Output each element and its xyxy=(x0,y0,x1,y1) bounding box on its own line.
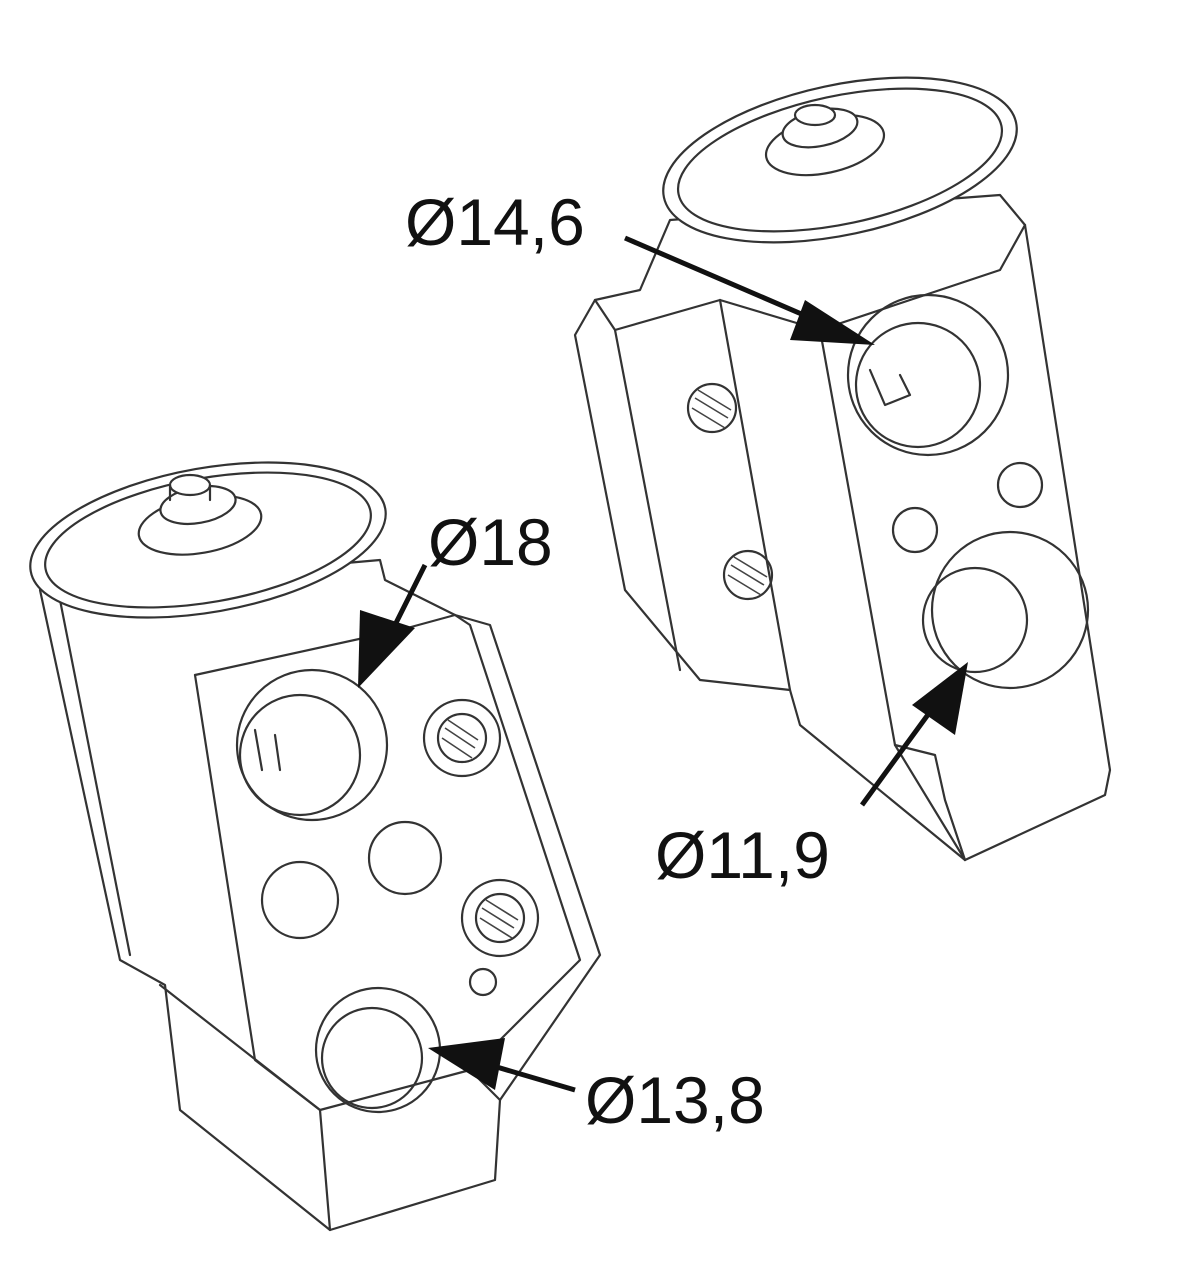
dimension-arrows xyxy=(358,235,968,1093)
left-valve xyxy=(29,461,602,1232)
dimension-label-d3: Ø11,9 xyxy=(655,818,830,892)
dimension-label-d1: Ø14,6 xyxy=(405,185,585,259)
dimension-label-d4: Ø13,8 xyxy=(585,1063,765,1137)
arrow-d4 xyxy=(428,1038,505,1090)
arrow-d2 xyxy=(358,610,415,688)
right-valve xyxy=(573,76,1112,862)
arrow-d3 xyxy=(912,662,968,735)
arrow-d1 xyxy=(790,300,875,345)
dimension-label-d2: Ø18 xyxy=(428,505,553,579)
